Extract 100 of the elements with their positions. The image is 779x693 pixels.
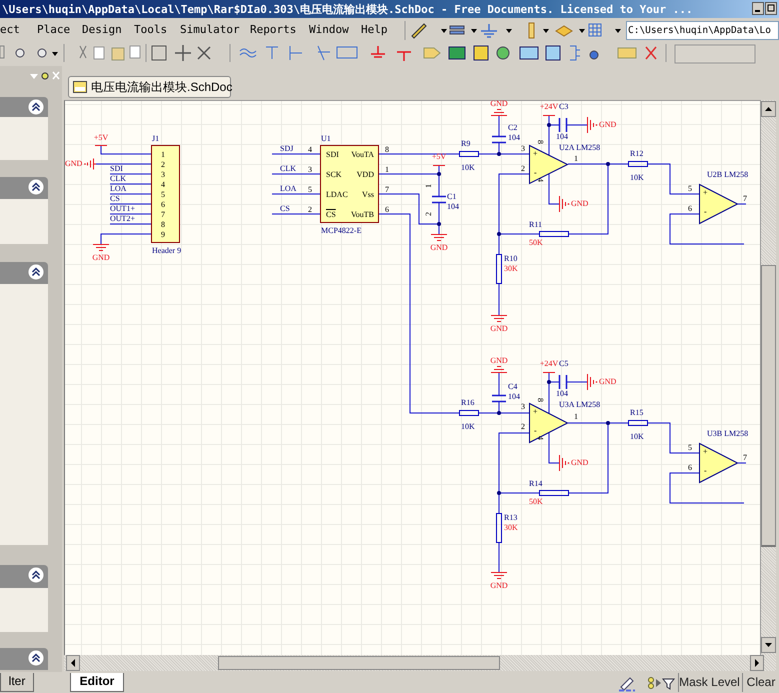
wire [548, 372, 560, 382]
ground-symbol [488, 357, 510, 373]
power-label: GND [599, 121, 616, 129]
wire [548, 174, 560, 204]
pin-name: VouTA [351, 151, 374, 159]
component-label: R10 [504, 255, 518, 263]
path-field: C:\Users\huqin\AppData\Lo [626, 21, 779, 40]
power-label: GND [91, 254, 111, 262]
wire [498, 284, 500, 316]
wire [670, 214, 744, 244]
pin-number: 1 [161, 151, 165, 159]
power-label: GND [571, 459, 588, 467]
component-value: 10K [461, 423, 475, 431]
pin-name: LDAC [326, 191, 348, 199]
component-value: 30K [504, 265, 518, 273]
input-sign: - [704, 467, 707, 475]
pin-name: VDD [356, 171, 374, 179]
input-sign: - [534, 427, 537, 435]
component-label: U3B LM258 [707, 430, 748, 438]
component-value: 10K [630, 174, 644, 182]
input-sign: + [703, 189, 708, 197]
wire [100, 146, 152, 154]
net-label: CS [110, 195, 120, 203]
document-tab: 电压电流输出模块.SchDoc [68, 76, 231, 98]
tab: lter [0, 673, 34, 692]
component-value: 104 [447, 203, 459, 211]
menu-item: Tools [134, 23, 168, 36]
component-value: 10K [630, 433, 644, 441]
pin-number: 4 [308, 146, 312, 154]
pin-number: 2 [308, 206, 312, 214]
input-sign: + [703, 448, 708, 456]
pin-number: 5 [688, 185, 692, 193]
pin-number: 6 [161, 201, 165, 209]
menu-item: Place [37, 23, 70, 36]
wire [648, 422, 700, 454]
menu-item: Help [361, 23, 388, 36]
component-value: 104 [508, 134, 520, 142]
component-value: 50K [529, 498, 543, 506]
component-label: R14 [529, 480, 542, 488]
net-label: CLK [110, 175, 126, 183]
pin-number: 4 [536, 436, 544, 440]
pin-number: 3 [521, 145, 525, 153]
menu-item: ect [0, 23, 20, 36]
power-symbol [538, 360, 560, 373]
pin-number: 3 [161, 171, 165, 179]
power-label: GND [489, 357, 509, 365]
pin-number: 5 [308, 186, 312, 194]
input-sign: - [534, 169, 537, 177]
menu-item: Window [309, 23, 349, 36]
component-label: R11 [529, 221, 542, 229]
window-title: \Users\huqin\AppData\Local\Temp\Rar$DIa0.303\电压电流输出模块.SchDoc - Free Documents. Licensed to Your ... [2, 2, 693, 17]
wire [498, 542, 500, 572]
power-label: GND [489, 325, 509, 333]
pin-number: 7 [743, 195, 747, 203]
power-label: GND [65, 160, 82, 168]
pin-number: 7 [385, 186, 389, 194]
wire [498, 234, 540, 254]
net-label: OUT2+ [110, 215, 135, 223]
power-label: +24V [538, 103, 559, 111]
part-number: MCP4822-E [321, 227, 362, 235]
component-label: U1 [321, 135, 331, 143]
pin-number: 3 [308, 166, 312, 174]
menu-item: Design [82, 23, 122, 36]
power-label: GND [599, 378, 616, 386]
component-label: J1 [152, 135, 160, 143]
wire [548, 432, 560, 464]
component-label: U2B LM258 [707, 171, 748, 179]
tab: Editor [70, 673, 124, 692]
pin-number: 7 [743, 454, 747, 462]
pin-number: 2 [521, 423, 525, 431]
pin-number: 8 [161, 221, 165, 229]
component-label: C4 [508, 383, 518, 391]
pin-number: 8 [385, 146, 389, 154]
component-value: 104 [508, 393, 520, 401]
wire [498, 492, 540, 514]
pin-number: 3 [521, 403, 525, 411]
net-label: LOA [280, 185, 296, 193]
component-label: R13 [504, 514, 518, 522]
wire [100, 234, 152, 244]
component-value: 104 [556, 133, 568, 141]
wire [548, 116, 560, 126]
component-value: 10K [461, 164, 475, 172]
net-label: OUT1+ [110, 205, 135, 213]
component-label: U3A LM258 [559, 401, 600, 409]
wire [498, 116, 500, 136]
pin-number: 4 [161, 181, 165, 189]
net-label: SDI [110, 165, 123, 173]
wire [378, 214, 460, 414]
pin-name: CS [326, 211, 336, 219]
ground-symbol [65, 158, 96, 169]
power-label: +5V [92, 134, 110, 142]
component-label: C2 [508, 124, 518, 132]
part-number: Header 9 [152, 247, 182, 255]
pin-number: 9 [161, 231, 165, 239]
power-symbol [429, 153, 449, 166]
component-label: R16 [461, 399, 474, 407]
input-sign: + [533, 150, 538, 158]
pin-name: Vss [362, 191, 374, 199]
menu-item: Simulator [180, 23, 240, 36]
pin-number: 6 [688, 205, 692, 213]
